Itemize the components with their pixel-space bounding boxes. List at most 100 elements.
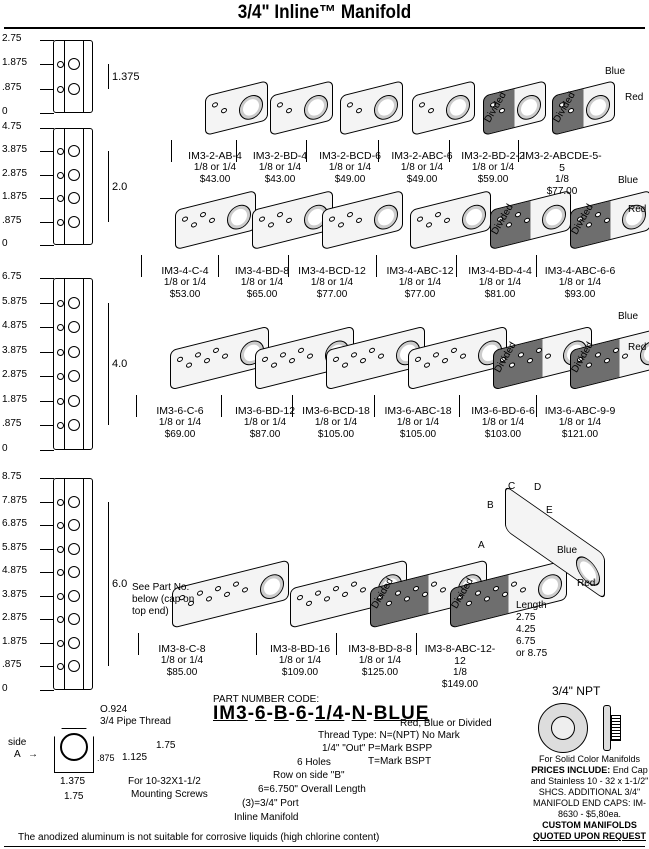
scale-tick: 3.875 bbox=[2, 589, 54, 600]
blue-label: Blue bbox=[557, 545, 578, 556]
hole-icon bbox=[413, 585, 419, 592]
hole-icon bbox=[426, 221, 432, 229]
part-number: IM3-2-ABC-6 bbox=[391, 150, 453, 162]
port-hole-icon bbox=[68, 58, 80, 71]
code-legend-item: T=Mark BSPT bbox=[368, 756, 432, 767]
side-hole-icon bbox=[57, 616, 64, 624]
hole-icon bbox=[428, 107, 434, 114]
dimension-label: 2.0 bbox=[112, 180, 128, 193]
length-value: 4.25 bbox=[516, 624, 536, 635]
code-segment: 6 bbox=[295, 703, 308, 724]
part-number: IM3-4-BD-8 bbox=[234, 265, 290, 277]
scale-tick: 0 bbox=[2, 443, 54, 454]
thread-size: 1/8 or 1/4 bbox=[160, 655, 204, 666]
scale-tick: 3.875 bbox=[2, 345, 54, 356]
port-hole-icon bbox=[68, 589, 80, 602]
hole-icon bbox=[604, 357, 610, 364]
hole-icon bbox=[451, 347, 457, 354]
price: $43.00 bbox=[264, 174, 296, 185]
hole-icon bbox=[259, 215, 265, 223]
dim-175-width: 1.75 bbox=[64, 791, 84, 802]
title-divider bbox=[4, 27, 645, 29]
scale-tick: .875 bbox=[2, 215, 54, 226]
dimension-line bbox=[108, 151, 109, 222]
manifold-image bbox=[252, 189, 333, 251]
price: $77.00 bbox=[316, 289, 348, 300]
thread-size: 1/8 or 1/4 bbox=[471, 162, 515, 173]
hole-icon bbox=[262, 356, 268, 363]
thread-size: 1/8 or 1/4 bbox=[398, 277, 442, 288]
hole-icon bbox=[536, 347, 542, 354]
side-hole-icon bbox=[57, 545, 64, 553]
part-number: IM3-4-C-4 bbox=[161, 265, 209, 277]
price: $77.00 bbox=[546, 186, 578, 197]
port-hole-icon bbox=[68, 613, 80, 626]
manifold-image bbox=[410, 189, 491, 251]
code-legend-item: Red, Blue or Divided bbox=[400, 718, 492, 729]
quoted-upon-request: QUOTED UPON REQUEST bbox=[532, 831, 646, 841]
thread-size: 1/8 or 1/4 bbox=[558, 417, 602, 428]
port-hole-icon bbox=[68, 419, 80, 432]
divider-line bbox=[518, 140, 519, 162]
scale-tick: 5.875 bbox=[2, 296, 54, 307]
code-segment: - bbox=[288, 703, 296, 724]
thread-size: 1/8 or 1/4 bbox=[558, 277, 602, 288]
side-hole-icon bbox=[57, 498, 64, 506]
thread-size: 1/8 or 1/4 bbox=[193, 162, 237, 173]
end-cap-side-icon bbox=[603, 705, 611, 751]
hole-icon bbox=[404, 595, 410, 603]
hole-icon bbox=[177, 356, 183, 363]
hole-icon bbox=[356, 107, 362, 114]
code-legend-item: 1/4" "Out" bbox=[322, 743, 366, 754]
port-hole-icon bbox=[68, 636, 80, 649]
thread-size: 1/8 or 1/4 bbox=[478, 277, 522, 288]
hole-icon bbox=[622, 352, 628, 360]
scale-tick: 8.75 bbox=[2, 471, 54, 482]
hole-icon bbox=[307, 352, 313, 360]
solid-color-note: For Solid Color Manifolds bbox=[538, 754, 641, 764]
hole-icon bbox=[277, 101, 283, 109]
thread-size: 1/8 or 1/4 bbox=[278, 655, 322, 666]
code-legend-item: Thread Type: N=(NPT) No Mark bbox=[318, 730, 460, 741]
part-number: IM3-6-BCD-18 bbox=[302, 405, 370, 417]
hole-icon bbox=[306, 600, 312, 607]
hole-icon bbox=[277, 211, 283, 218]
manifold-image bbox=[270, 80, 333, 136]
pricing-note: For Solid Color Manifolds PRICES INCLUDE… bbox=[527, 754, 649, 842]
hole-icon bbox=[360, 586, 366, 594]
side-hole-icon bbox=[57, 663, 64, 671]
side-hole-icon bbox=[57, 61, 64, 69]
thread-size: 1/8 or 1/4 bbox=[400, 162, 444, 173]
page-title: 3/4" Inline™ Manifold bbox=[237, 2, 412, 23]
side-hole-icon bbox=[57, 348, 64, 356]
divider-line bbox=[374, 395, 375, 417]
side-hole-icon bbox=[57, 195, 64, 203]
scale-tick: 1.875 bbox=[2, 394, 54, 405]
scale-tick: 1.875 bbox=[2, 57, 54, 68]
part-number: IM3-6-C-6 bbox=[156, 405, 204, 417]
port-hole-icon bbox=[68, 168, 80, 181]
port-icon bbox=[374, 202, 398, 233]
divider-line bbox=[171, 140, 172, 162]
code-legend-item: (3)=3/4" Port bbox=[242, 798, 299, 809]
pipe-thread-label: 3/4 Pipe Thread bbox=[100, 716, 171, 727]
port-icon bbox=[538, 571, 562, 602]
code-segment: N bbox=[351, 703, 367, 724]
divider-line bbox=[536, 255, 537, 277]
divider-line bbox=[141, 255, 142, 277]
side-hole-icon bbox=[57, 522, 64, 530]
hole-icon bbox=[186, 361, 192, 369]
code-legend-item: 6 Holes bbox=[297, 757, 331, 768]
